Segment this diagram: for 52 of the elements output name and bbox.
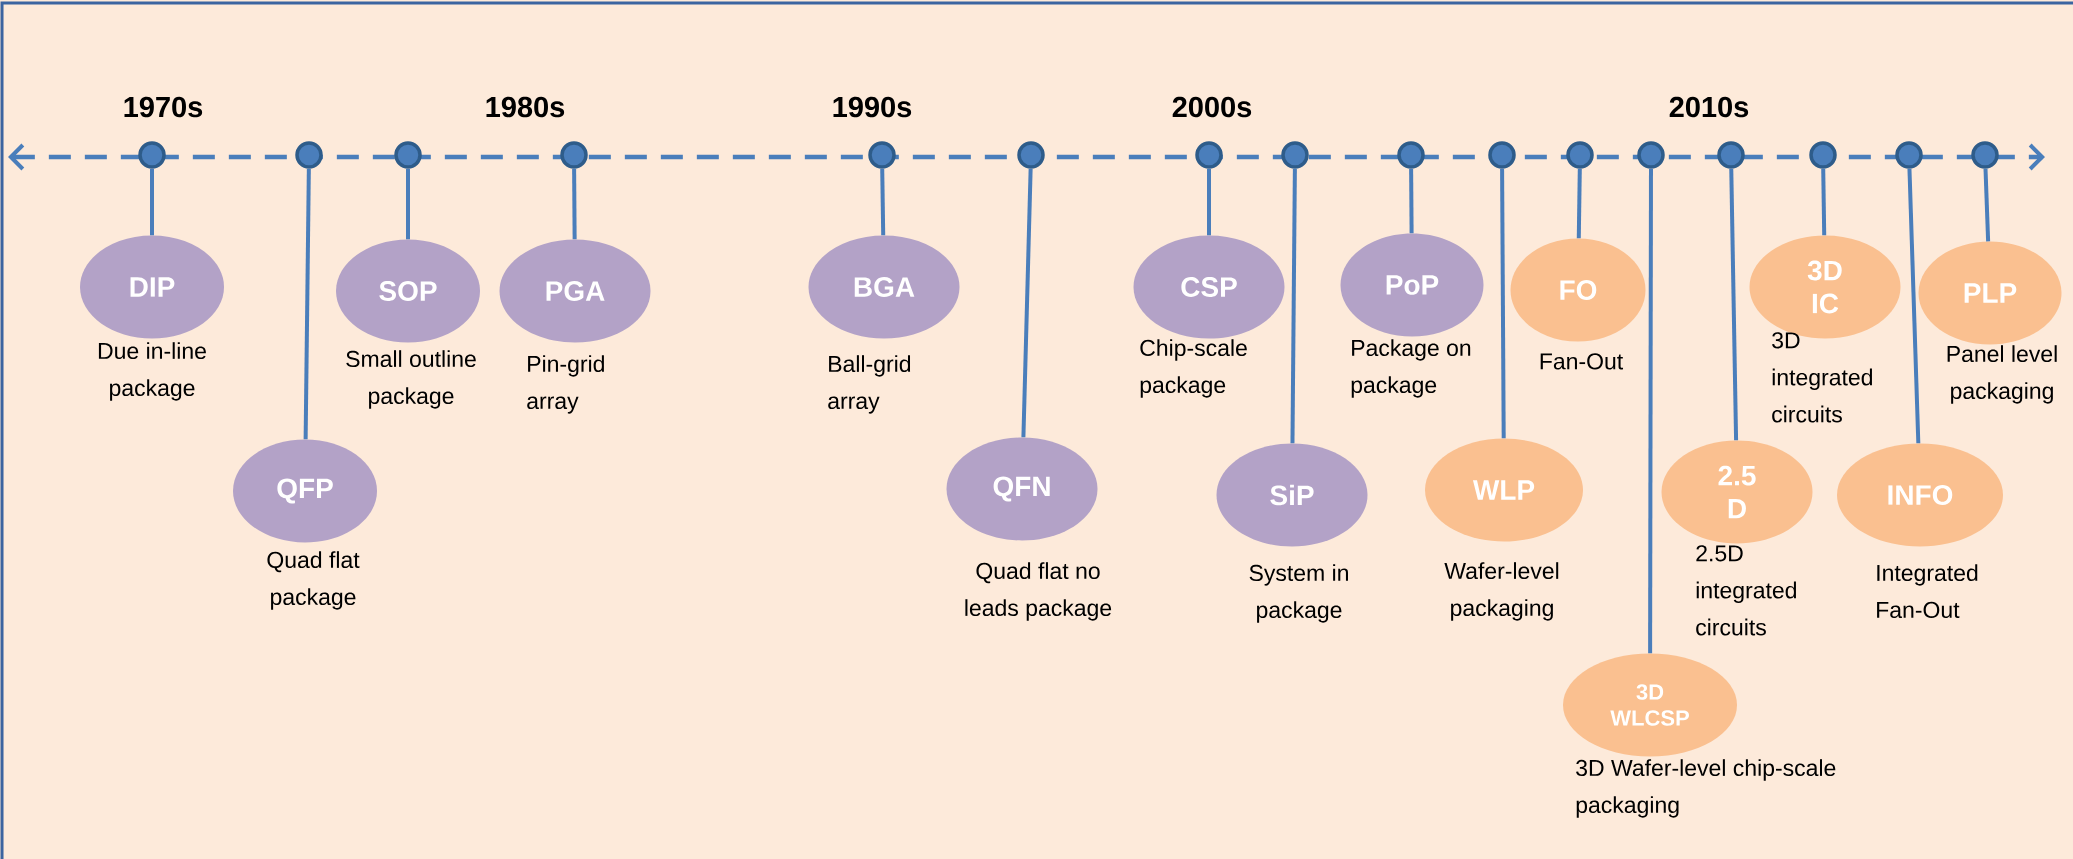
timeline-dot (1717, 141, 1745, 169)
caption-text: Package on package (1351, 339, 1471, 398)
stem-line (1729, 168, 1739, 441)
caption-text: Quad flat no leads package (965, 562, 1112, 621)
timeline-dot (1017, 141, 1045, 169)
timeline-dot (1397, 141, 1425, 169)
timeline-dot (1809, 141, 1837, 169)
stem-line (1290, 168, 1297, 444)
timeline-dot (1281, 141, 1309, 169)
timeline-dot (868, 141, 896, 169)
caption-text: Wafer-level packaging (1444, 562, 1559, 621)
caption-text: 3D Wafer-level chip-scale packaging (1576, 759, 1836, 818)
decade-label: 2010s (1669, 96, 1749, 118)
timeline-dot (1971, 141, 1999, 169)
stem-line (1021, 168, 1033, 438)
caption-text: Chip-scale package (1140, 339, 1247, 398)
stem-line (880, 168, 886, 236)
caption-text: Integrated Fan-Out (1877, 564, 1978, 619)
decade-label: 2000s (1172, 96, 1252, 118)
decade-label: 1980s (486, 96, 565, 118)
timeline-dot (1895, 141, 1923, 169)
stem-line (1983, 168, 1991, 242)
decade-label: 1990s (833, 96, 912, 118)
caption-text: Pin-grid array (527, 355, 604, 414)
stem-line (1576, 168, 1582, 239)
timeline-dot (1195, 141, 1223, 169)
stem-line (1821, 168, 1827, 236)
timeline-dot (1488, 141, 1516, 169)
caption-text: Small outline package (346, 350, 476, 409)
timeline-dot (1566, 141, 1594, 169)
stem-line (1907, 168, 1921, 444)
stem-line (1409, 168, 1414, 234)
decade-label: 1970s (124, 96, 203, 118)
stem-line (572, 168, 577, 240)
caption-text: 2.5D integrated circuits (1696, 545, 1796, 636)
caption-text: Fan-Out (1540, 353, 1623, 370)
stem-line (1500, 168, 1506, 439)
stem-line (406, 168, 410, 240)
caption-text: Due in-line package (98, 342, 206, 401)
caption-text: System in package (1249, 564, 1348, 623)
timeline-dot (1637, 141, 1665, 169)
stem-line (303, 168, 311, 440)
timeline-dot (394, 141, 422, 169)
stem-line (1207, 168, 1211, 236)
caption-text: Quad flat package (267, 551, 360, 610)
timeline-dot (295, 141, 323, 169)
stem-line (1648, 168, 1653, 654)
timeline-dot (560, 141, 588, 169)
caption-text: Panel level packaging (1947, 345, 2057, 404)
timeline-dot (138, 141, 166, 169)
caption-text: Ball-grid array (828, 355, 911, 414)
stem-line (150, 168, 154, 236)
